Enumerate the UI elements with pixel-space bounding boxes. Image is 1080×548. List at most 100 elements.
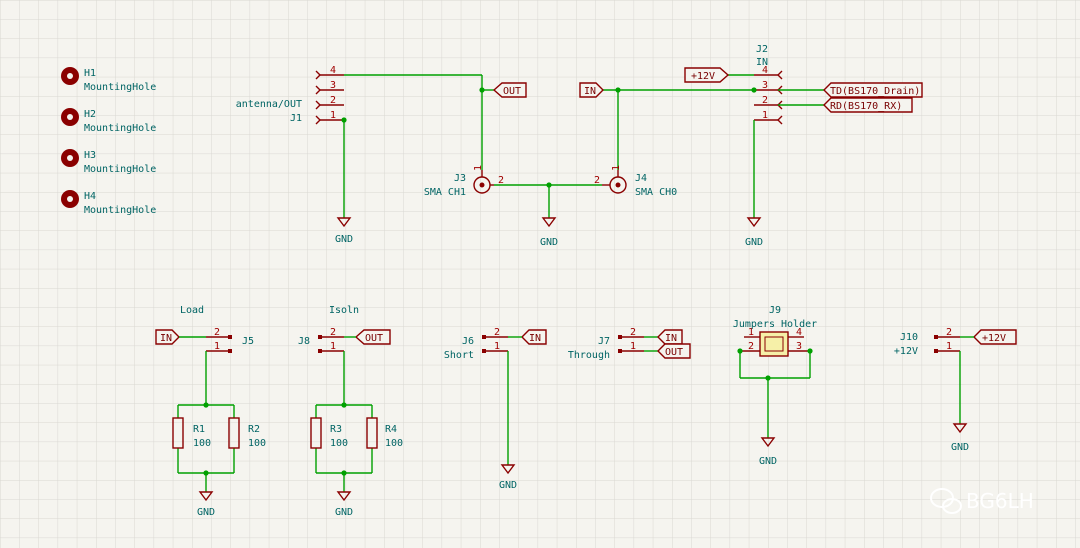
gnd-jumpers-text: GND	[759, 456, 777, 467]
j9-pin-1: 1	[748, 327, 754, 338]
j1-ref: J1	[290, 113, 302, 124]
label-out-top[interactable]: OUT	[492, 82, 527, 98]
label-12v-top[interactable]: +12V	[684, 67, 730, 83]
label-out-j8[interactable]: OUT	[354, 329, 391, 345]
wires-short	[507, 336, 522, 465]
label-out-top-text: OUT	[503, 86, 521, 97]
connector-j1[interactable]: 4 3 2 1 antenna/OUT J1	[236, 65, 344, 125]
h3-ref: H3	[84, 150, 96, 161]
resistor-r3[interactable]: R3 100	[310, 417, 348, 449]
label-rd-text: RD(BS170_RX)	[830, 101, 902, 112]
j2-pin-1: 1	[762, 110, 768, 121]
j9-pin-3: 3	[796, 341, 802, 352]
h2-ref: H2	[84, 109, 96, 120]
label-in-j5[interactable]: IN	[155, 329, 180, 345]
r2-value: 100	[248, 438, 266, 449]
connector-j9[interactable]: 1 2 4 3 J9 Jumpers Holder	[733, 305, 817, 357]
j5-pin-1: 1	[214, 341, 220, 352]
gnd-symbol-j1: GND	[335, 217, 353, 245]
j10-value: +12V	[894, 346, 918, 357]
j2-pin-3: 3	[762, 80, 768, 91]
h2-value: MountingHole	[84, 123, 156, 134]
top-wires	[341, 74, 824, 218]
j6-pin-1: 1	[494, 341, 500, 352]
label-in-top[interactable]: IN	[579, 82, 604, 98]
wires-isoln	[315, 336, 373, 492]
watermark-text: BG6LH	[966, 489, 1034, 513]
label-in-j6[interactable]: IN	[521, 329, 547, 345]
r1-value: 100	[193, 438, 211, 449]
j3-pin-1: 1	[473, 165, 484, 171]
j5-pin-2: 2	[214, 327, 220, 338]
gnd-symbol-12v: GND	[951, 423, 969, 453]
h1-value: MountingHole	[84, 82, 156, 93]
j4-pin-2: 2	[594, 175, 600, 186]
h1-ref: H1	[84, 68, 96, 79]
gnd-j2-text: GND	[745, 237, 763, 248]
j3-value: SMA CH1	[424, 187, 466, 198]
j2-pin-2: 2	[762, 95, 768, 106]
wires-12v	[959, 336, 974, 424]
r2-ref: R2	[248, 424, 260, 435]
wires-jumpers	[737, 348, 813, 438]
connector-j4-sma[interactable]: 1 2 J4 SMA CH0	[594, 165, 677, 198]
connector-j8[interactable]: 2 1 J8 Isoln	[298, 305, 359, 353]
label-out-j8-text: OUT	[365, 333, 383, 344]
gnd-12v-text: GND	[951, 442, 969, 453]
gnd-load-text: GND	[197, 507, 215, 518]
j2-value: IN	[756, 57, 768, 68]
j8-value: Isoln	[329, 305, 359, 316]
label-td-text: TD(BS170_Drain)	[830, 86, 920, 97]
j9-pin-2: 2	[748, 341, 754, 352]
j6-value: Short	[444, 350, 474, 361]
label-out-j7[interactable]: OUT	[657, 343, 691, 359]
resistor-r4[interactable]: R4 100	[366, 417, 403, 449]
j6-ref: J6	[462, 336, 474, 347]
connector-j2[interactable]: 4 3 2 1 J2 IN	[754, 44, 783, 125]
label-12v-top-text: +12V	[691, 71, 715, 82]
j10-pin-2: 2	[946, 327, 952, 338]
gnd-short-text: GND	[499, 480, 517, 491]
label-rd[interactable]: RD(BS170_RX)	[823, 97, 913, 113]
j5-value: Load	[180, 305, 204, 316]
connector-j7[interactable]: 2 1 J7 Through	[568, 327, 644, 361]
j9-ref: J9	[769, 305, 781, 316]
j3-pin-2: 2	[498, 175, 504, 186]
gnd-sma-text: GND	[540, 237, 558, 248]
h4-ref: H4	[84, 191, 96, 202]
resistor-r2[interactable]: R2 100	[228, 417, 266, 449]
label-12v-j10[interactable]: +12V	[973, 329, 1017, 345]
j10-pin-1: 1	[946, 341, 952, 352]
gnd-symbol-isoln: GND	[335, 491, 353, 518]
h4-value: MountingHole	[84, 205, 156, 216]
connector-j6[interactable]: 2 1 J6 Short	[444, 327, 508, 361]
gnd-symbol-jumpers: GND	[759, 437, 777, 467]
label-td[interactable]: TD(BS170_Drain)	[823, 82, 923, 98]
label-in-top-text: IN	[584, 86, 596, 97]
r3-ref: R3	[330, 424, 342, 435]
gnd-symbol-sma: GND	[540, 217, 558, 248]
label-in-j6-text: IN	[529, 333, 541, 344]
r4-ref: R4	[385, 424, 397, 435]
mounting-hole-h2[interactable]: H2 MountingHole	[61, 108, 156, 134]
connector-j10[interactable]: 2 1 J10 +12V	[894, 327, 960, 357]
j8-ref: J8	[298, 336, 310, 347]
wires-through	[644, 336, 658, 352]
j10-ref: J10	[900, 332, 918, 343]
wires-load	[177, 336, 235, 492]
connector-j3-sma[interactable]: 1 2 J3 SMA CH1	[424, 165, 504, 198]
j7-pin-2: 2	[630, 327, 636, 338]
j2-ref: J2	[756, 44, 768, 55]
label-in-j7[interactable]: IN	[657, 329, 683, 345]
mounting-hole-h3[interactable]: H3 MountingHole	[61, 149, 156, 175]
mounting-hole-h4[interactable]: H4 MountingHole	[61, 190, 156, 216]
mounting-hole-h1[interactable]: H1 MountingHole	[61, 67, 156, 93]
j8-pin-1: 1	[330, 341, 336, 352]
connector-j5[interactable]: 2 1 J5 Load	[180, 305, 254, 353]
gnd-isoln-text: GND	[335, 507, 353, 518]
resistor-r1[interactable]: R1 100	[172, 417, 211, 449]
j2-pin-4: 4	[762, 65, 768, 76]
gnd-symbol-load: GND	[197, 491, 215, 518]
